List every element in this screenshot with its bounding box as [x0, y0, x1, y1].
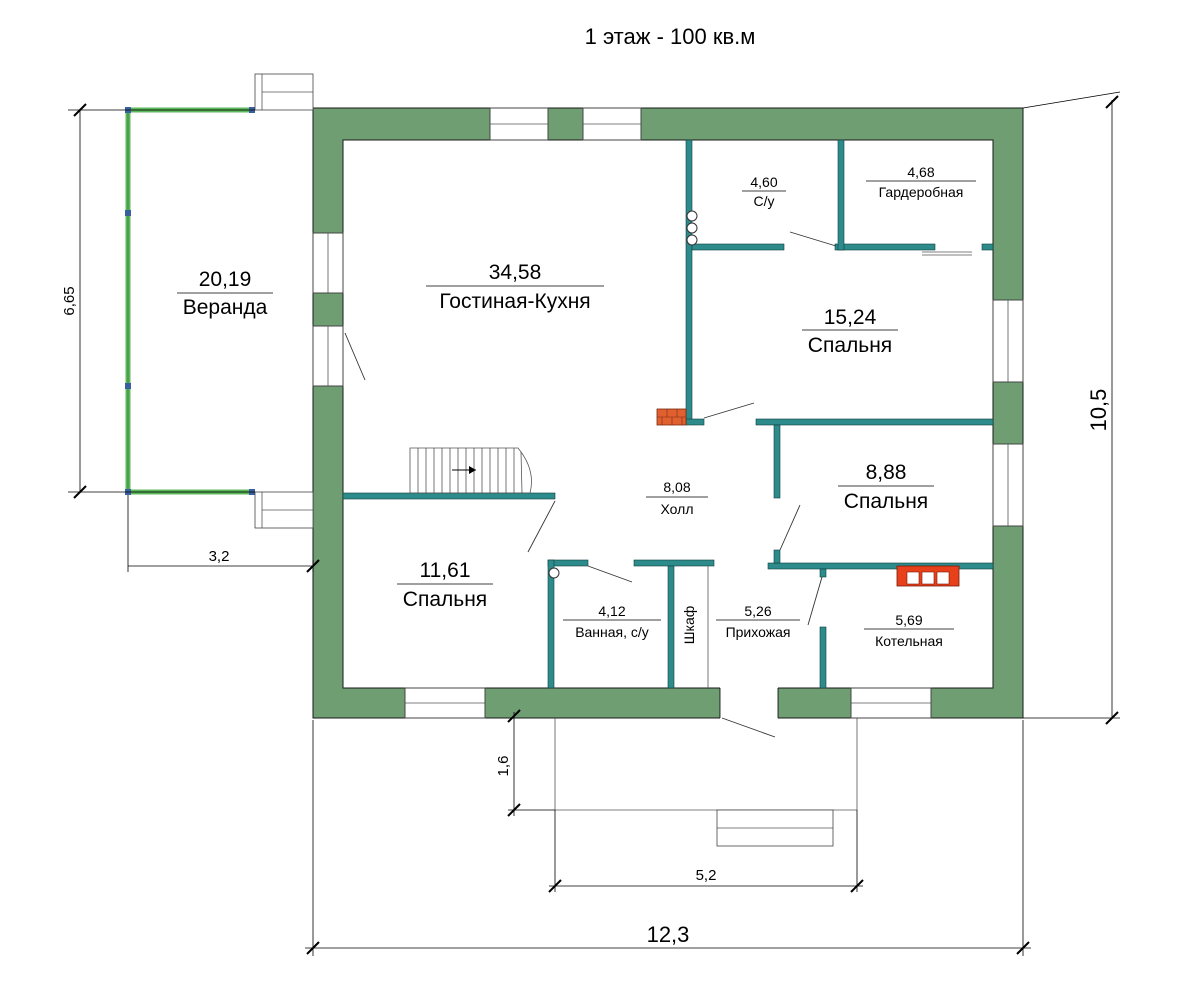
room-bedroom-2: 8,88 Спальня [838, 461, 934, 513]
room-area: 4,12 [598, 603, 625, 619]
room-wc: 4,60 С/у [742, 174, 786, 209]
room-area: 4,68 [907, 164, 934, 180]
dim-porch-width: 5,2 [696, 867, 717, 884]
dimension-lines [68, 91, 1121, 956]
room-bedroom-3: 11,61 Спальня [397, 559, 493, 611]
room-name: Холл [661, 501, 694, 517]
room-name: Котельная [875, 633, 943, 649]
room-name: С/у [754, 193, 775, 209]
room-veranda: 20,19 Веранда [177, 268, 273, 319]
room-name: Веранда [183, 296, 268, 319]
dim-porch-depth: 1,6 [495, 756, 512, 777]
stairs [409, 447, 532, 494]
room-area: 5,69 [895, 612, 922, 628]
room-name: Ванная, с/у [575, 624, 649, 640]
room-area: 4,60 [750, 174, 777, 190]
room-name: Гостиная-Кухня [439, 290, 590, 313]
room-area: 20,19 [199, 268, 252, 291]
window-right-1 [992, 299, 1024, 383]
room-area: 34,58 [489, 261, 542, 284]
room-living-kitchen: 34,58 Гостиная-Кухня [426, 261, 604, 313]
door-swings [344, 231, 837, 738]
room-bath: 4,12 Ванная, с/у [563, 603, 661, 640]
room-closet-name: Шкаф [681, 606, 697, 645]
window-top-2 [582, 107, 642, 141]
room-area: 15,24 [824, 306, 877, 329]
room-bedroom-1: 15,24 Спальня [802, 306, 898, 357]
room-area: 8,88 [866, 461, 907, 484]
wc-fixtures-icon [548, 210, 698, 579]
room-name: Гардеробная [879, 184, 964, 200]
window-bottom-1 [404, 687, 486, 719]
boiler-radiator-icon [896, 565, 960, 587]
windows [312, 107, 1024, 719]
window-bottom-2 [850, 687, 932, 719]
window-left-2 [312, 325, 344, 387]
brick-stove-icon [656, 408, 687, 426]
room-name: Прихожая [726, 624, 791, 640]
room-boiler: 5,69 Котельная [864, 612, 954, 649]
room-area: 8,08 [663, 479, 690, 495]
window-top-1 [489, 107, 549, 141]
room-area: 11,61 [420, 559, 471, 582]
plan-title: 1 этаж - 100 кв.м [585, 24, 756, 49]
dim-total-height: 10,5 [1086, 389, 1111, 432]
room-name: Спальня [403, 588, 487, 611]
room-wardrobe: 4,68 Гардеробная [866, 164, 976, 200]
room-name: Спальня [844, 490, 928, 513]
dim-veranda-height: 6,65 [61, 286, 78, 315]
dim-veranda-width: 3,2 [209, 548, 230, 565]
inner-walls [342, 139, 994, 689]
dim-total-width: 12,3 [647, 922, 690, 947]
window-right-2 [992, 443, 1024, 527]
room-hall: 8,08 Холл [646, 479, 708, 517]
room-area: 5,26 [744, 603, 771, 619]
room-name: Спальня [808, 334, 892, 357]
room-entry: 5,26 Прихожая [716, 603, 800, 640]
porch [554, 718, 858, 847]
window-left-1 [312, 232, 344, 294]
